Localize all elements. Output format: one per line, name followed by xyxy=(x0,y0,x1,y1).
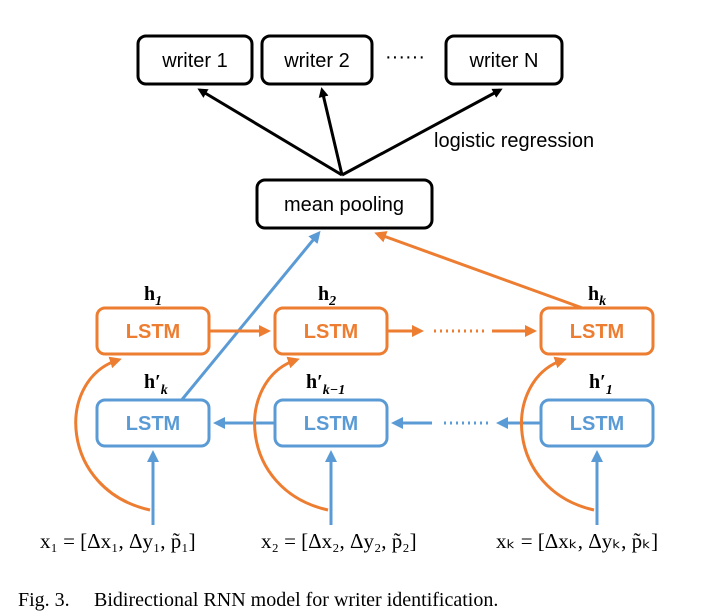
arrow-hk-to-pooling xyxy=(374,231,589,312)
forward-lstm-1-label: LSTM xyxy=(126,321,180,343)
backward-lstm-1-label: LSTM xyxy=(126,413,180,435)
arrow-x1-to-forward xyxy=(74,356,151,512)
forward-lstm-k-label: LSTM xyxy=(570,321,624,343)
label-hprime-k-minus-1: h′k−1 xyxy=(306,371,345,398)
mean-pooling-node: mean pooling xyxy=(255,178,434,230)
mean-pooling-label: mean pooling xyxy=(284,194,404,216)
caption-text: Bidirectional RNN model for writer ident… xyxy=(94,589,498,611)
arrow-x2-to-forward xyxy=(253,356,329,512)
svg-text:hk: hk xyxy=(588,283,606,309)
arrow-xk-to-forward xyxy=(520,356,595,512)
writers-ellipsis: ······ xyxy=(385,46,425,68)
writer-1-label: writer 1 xyxy=(161,50,228,72)
label-h1: h1 xyxy=(144,283,162,309)
svg-text:h1: h1 xyxy=(144,283,162,309)
backward-lstm-k: LSTM xyxy=(539,398,655,448)
writer-n-label: writer N xyxy=(469,50,539,72)
arrow-to-writer-2 xyxy=(318,87,344,176)
label-h2: h2 xyxy=(318,283,336,309)
label-hk: hk xyxy=(588,283,606,309)
writer-1-node: writer 1 xyxy=(136,34,254,86)
input-x1: x₁ = [Δx₁, Δy₁, p̃₁] xyxy=(40,529,196,553)
input-x2: x₂ = [Δx₂, Δy₂, p̃₂] xyxy=(261,529,417,553)
svg-text:h′1: h′1 xyxy=(589,371,613,398)
backward-lstm-2: LSTM xyxy=(273,398,389,448)
svg-text:h′k: h′k xyxy=(144,371,168,398)
backward-lstm-2-label: LSTM xyxy=(304,413,358,435)
arrow-hpk-to-pooling xyxy=(178,230,321,403)
input-xk: xₖ = [Δxₖ, Δyₖ, p̃ₖ] xyxy=(496,529,658,553)
backward-lstm-1: LSTM xyxy=(95,398,211,448)
forward-lstm-2: LSTM xyxy=(273,306,389,356)
writer-n-node: writer N xyxy=(444,34,564,86)
logistic-regression-label: logistic regression xyxy=(434,130,594,152)
caption-label: Fig. 3. xyxy=(18,589,70,611)
arrow-to-writer-n xyxy=(341,88,503,177)
forward-lstm-1: LSTM xyxy=(95,306,211,356)
forward-lstm-k: LSTM xyxy=(539,306,655,356)
arrow-to-writer-1 xyxy=(197,88,343,177)
backward-lstm-k-label: LSTM xyxy=(570,413,624,435)
svg-text:h2: h2 xyxy=(318,283,336,309)
label-hprime-k: h′k xyxy=(144,371,168,398)
writer-2-node: writer 2 xyxy=(260,34,374,86)
writer-2-label: writer 2 xyxy=(283,50,350,72)
svg-text:h′k−1: h′k−1 xyxy=(306,371,345,398)
forward-lstm-2-label: LSTM xyxy=(304,321,358,343)
label-hprime-1: h′1 xyxy=(589,371,613,398)
